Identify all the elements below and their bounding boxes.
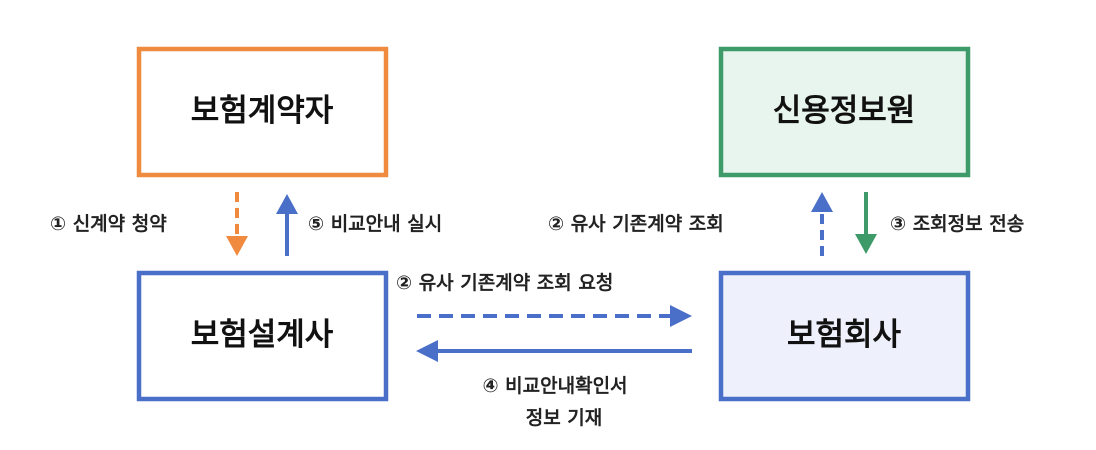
arrow-step1-head <box>226 236 248 256</box>
arrow-step2-query-head <box>811 192 833 212</box>
label-step2-query: ② 유사 기존계약 조회 <box>548 213 724 235</box>
insurer-label: 보험회사 <box>787 317 902 353</box>
arrow-step3-head <box>855 234 877 254</box>
insurer-box <box>718 270 971 402</box>
arrow-step5-head <box>276 194 298 214</box>
label-step4-line2: 정보 기재 <box>526 407 603 429</box>
planner-box <box>136 270 389 402</box>
arrow-step4-head <box>416 340 438 362</box>
label-step4-line1: ④ 비교안내확인서 <box>482 374 627 397</box>
label-step5: ⑤ 비교안내 실시 <box>308 213 442 235</box>
contractor-label: 보험계약자 <box>191 93 334 129</box>
label-step3: ③ 조회정보 전송 <box>890 213 1024 235</box>
credit-label: 신용정보원 <box>773 93 916 129</box>
credit-box <box>718 46 971 178</box>
planner-label: 보험설계사 <box>191 317 334 353</box>
contractor-box <box>136 46 389 178</box>
arrow-step2-request-head <box>670 305 692 327</box>
label-step2-request: ② 유사 기존계약 조회 요청 <box>396 272 613 294</box>
label-step1: ① 신계약 청약 <box>50 213 167 235</box>
